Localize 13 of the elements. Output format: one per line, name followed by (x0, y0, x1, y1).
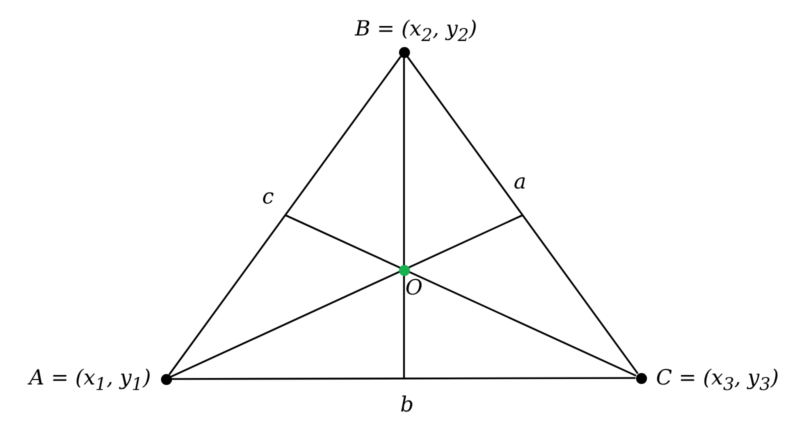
triangle-side (168, 56, 402, 376)
point-label: O (405, 278, 423, 298)
midpoint-label: b (400, 394, 414, 416)
triangle-side (172, 377, 636, 380)
triangle-side (406, 56, 638, 374)
midpoint-label: a (514, 172, 526, 192)
median-line (284, 214, 636, 377)
median-line (403, 58, 405, 379)
midpoint-label: c (262, 186, 274, 208)
vertex-label: B = (x$_{2}$, y$_{2}$) (354, 18, 478, 46)
median-line (170, 214, 524, 378)
vertex-label: C = (x$_{3}$, y$_{3}$) (656, 368, 779, 394)
vertex-label: A = (x$_{1}$, y$_{1}$) (29, 368, 151, 394)
